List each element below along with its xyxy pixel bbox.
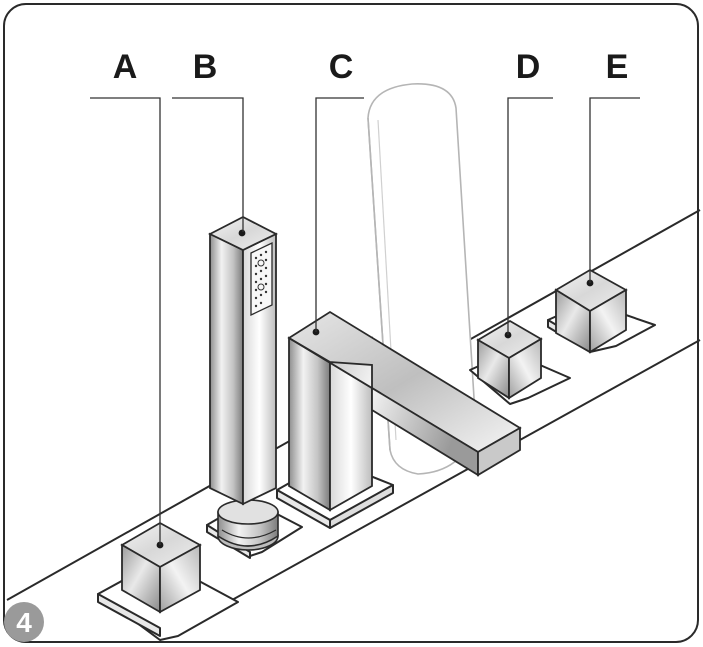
step-number: 4 — [16, 607, 32, 638]
label-e: E — [606, 48, 629, 86]
figure-frame — [3, 3, 699, 643]
leader-lines — [90, 97, 640, 545]
label-c: C — [329, 48, 354, 86]
handle-a-cube — [120, 521, 202, 614]
step-badge: 4 — [4, 602, 44, 642]
label-b: B — [193, 48, 218, 86]
hand-shower-b — [206, 215, 303, 559]
label-a: A — [113, 48, 138, 86]
handle-a-right-face — [159, 543, 201, 614]
handle-e — [547, 268, 656, 354]
handle-d — [469, 319, 571, 405]
label-d: D — [516, 48, 541, 86]
